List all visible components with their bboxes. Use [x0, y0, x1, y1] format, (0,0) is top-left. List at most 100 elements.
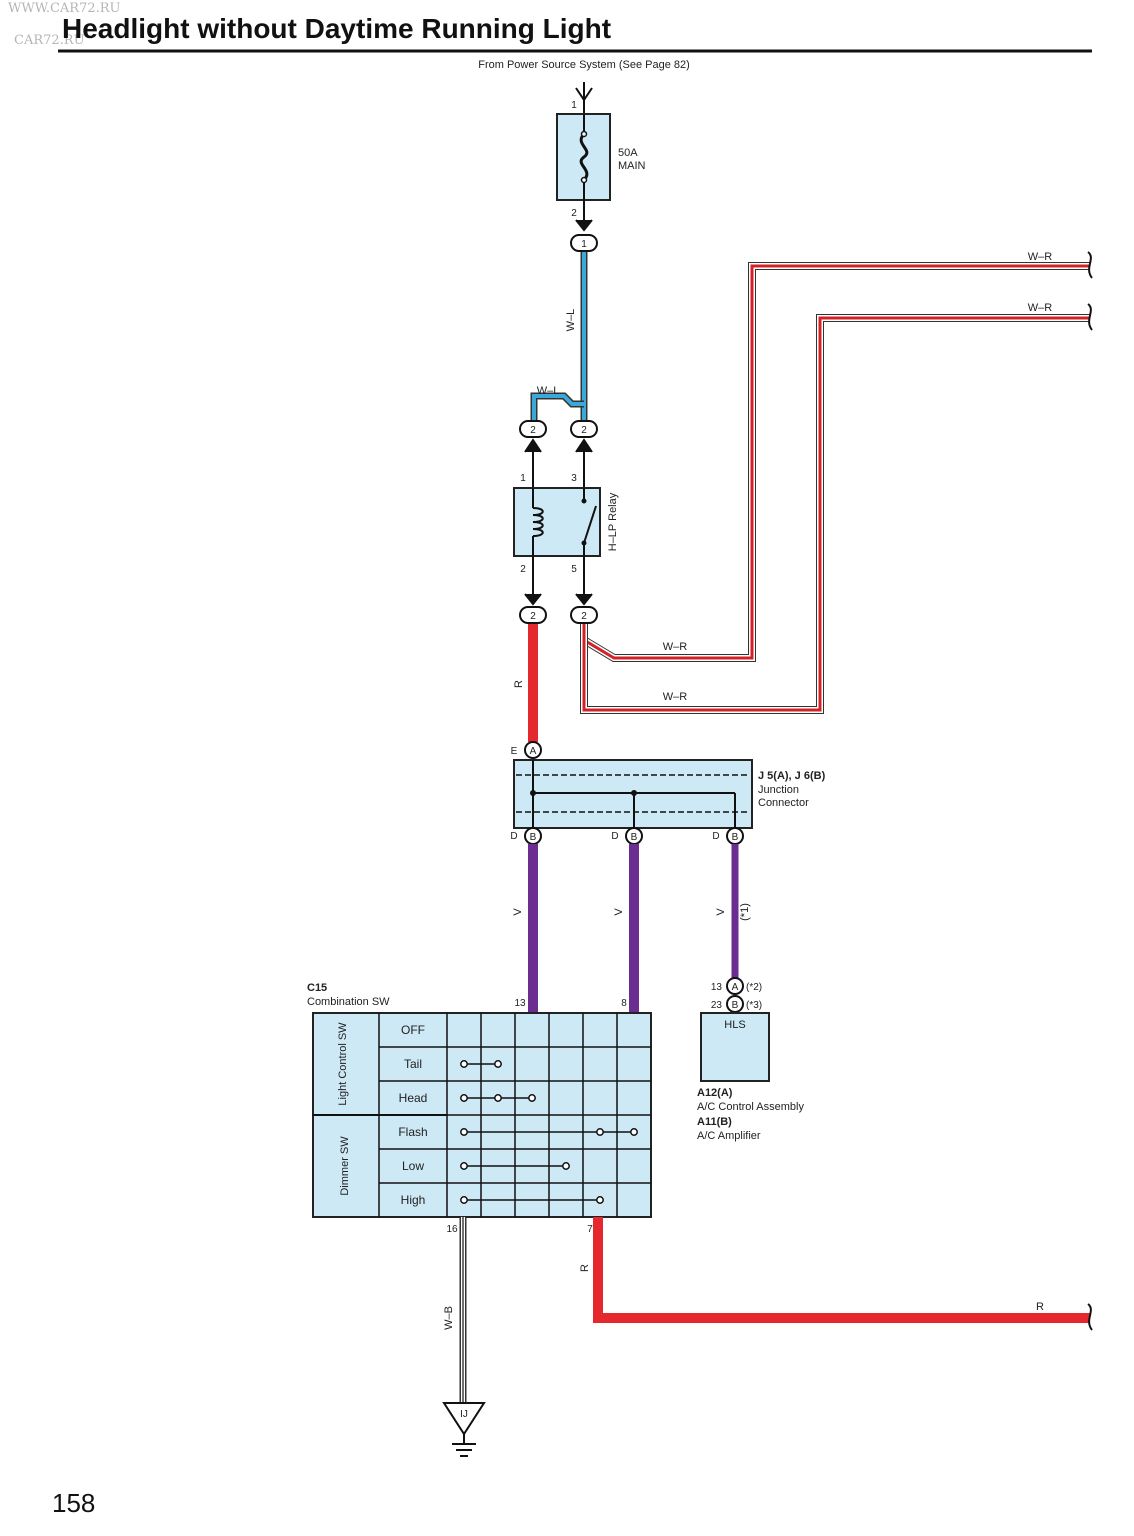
svg-text:(*2): (*2): [746, 982, 762, 993]
wire-label-wb: W–B: [443, 1306, 455, 1330]
switch-row-off: OFF: [401, 1023, 425, 1037]
power-source-note: From Power Source System (See Page 82): [478, 59, 690, 71]
svg-text:2: 2: [530, 611, 536, 622]
svg-text:5: 5: [571, 564, 577, 575]
svg-text:16: 16: [446, 1224, 458, 1235]
hls-unit: 13 A (*2) 23 B (*3) HLS A12(A) A/C Contr…: [697, 977, 804, 1142]
switch-contact-dot: [460, 1060, 468, 1068]
relay-hlp: 1 3 H–LP Relay 2 5: [513, 452, 619, 594]
svg-text:A: A: [530, 746, 537, 757]
switch-contact-dot: [460, 1128, 468, 1136]
hls-code-b: A11(B): [697, 1116, 732, 1128]
relay-coil-icon: [532, 507, 544, 537]
svg-text:D: D: [712, 831, 719, 842]
fuse-pin-top: 1: [571, 100, 577, 111]
switch-contact-dot: [630, 1128, 638, 1136]
wire-label-wr-top-2: W–R: [1028, 302, 1053, 314]
switch-contact-dot: [460, 1094, 468, 1102]
svg-text:13: 13: [514, 998, 526, 1009]
connector-fuse-out: 1: [570, 234, 598, 252]
connector-relay-in-left: 2: [519, 420, 547, 453]
svg-text:E: E: [511, 746, 518, 757]
svg-text:B: B: [631, 832, 638, 843]
svg-text:3: 3: [571, 473, 577, 484]
combination-switch: C15 Combination SW 13 8 Light Control SW…: [307, 982, 652, 1235]
svg-text:8: 8: [621, 998, 627, 1009]
wire-wr: [580, 251, 1093, 714]
switch-contact-dot: [460, 1196, 468, 1204]
svg-text:B: B: [732, 832, 739, 843]
chevron-down-icon: [524, 593, 542, 606]
chevron-up-icon: [575, 438, 593, 453]
arrow-down-icon: [575, 87, 593, 102]
chevron-down-icon: [575, 219, 593, 232]
watermark-line-1: WWW.CAR72.RU: [8, 1, 121, 16]
fuse-name: MAIN: [618, 160, 646, 172]
switch-row-flash: Flash: [398, 1125, 427, 1139]
wire-r-lower: [593, 1217, 1090, 1323]
page-title: Headlight without Daytime Running Light: [62, 13, 611, 44]
wire-wl: [530, 252, 588, 420]
wire-break-icon: [1087, 251, 1093, 279]
chevron-down-icon: [575, 593, 593, 606]
wire-label-v-3-note: (*1): [739, 903, 751, 921]
junction-connector: E A J 5(A), J 6(B) Junction Connector D …: [510, 741, 826, 845]
connector-relay-in-right: 2: [570, 420, 598, 453]
chevron-up-icon: [524, 438, 542, 453]
junction-desc-1: Junction: [758, 784, 799, 796]
switch-row-tail: Tail: [404, 1057, 422, 1071]
hls-label: HLS: [724, 1019, 745, 1031]
switch-row-head: Head: [399, 1091, 428, 1105]
relay-switch-icon: [583, 505, 597, 544]
svg-text:2: 2: [581, 425, 587, 436]
switch-contact-dot: [494, 1060, 502, 1068]
switch-contact-dot: [562, 1162, 570, 1170]
wire-label-v-2: V: [613, 908, 625, 916]
svg-text:B: B: [530, 832, 537, 843]
fuse-pin-bottom: 2: [571, 208, 577, 219]
svg-text:D: D: [611, 831, 618, 842]
svg-text:13: 13: [711, 982, 723, 993]
hls-code-a: A12(A): [697, 1087, 733, 1099]
wire-label-v-3: V: [715, 908, 727, 916]
wire-label-wr-bottom-2: W–R: [663, 691, 688, 703]
svg-text:7: 7: [587, 1224, 593, 1235]
svg-text:23: 23: [711, 1000, 723, 1011]
svg-text:1: 1: [581, 239, 587, 250]
relay-name: H–LP Relay: [607, 492, 619, 551]
svg-text:A: A: [732, 982, 739, 993]
svg-text:B: B: [732, 1000, 739, 1011]
wire-label-r-upper: R: [513, 680, 525, 688]
switch-contacts: [460, 1060, 638, 1204]
switch-contact-dot: [596, 1196, 604, 1204]
ground-icon: IJ: [442, 1402, 486, 1457]
hls-desc-a: A/C Control Assembly: [697, 1101, 804, 1113]
hls-box: [700, 1012, 770, 1082]
switch-row-high: High: [401, 1193, 426, 1207]
hls-desc-b: A/C Amplifier: [697, 1130, 761, 1142]
switch-code: C15: [307, 982, 327, 994]
connector-relay-out-left: 2: [519, 593, 547, 624]
svg-text:2: 2: [520, 564, 526, 575]
wire-break-icon: [1087, 1303, 1093, 1331]
fuse-rating: 50A: [618, 147, 638, 159]
page-number: 158: [52, 1488, 95, 1518]
connector-relay-out-right: 2: [570, 593, 598, 624]
wire-label-wl-vertical: W–L: [565, 309, 577, 332]
switch-row-low: Low: [402, 1159, 424, 1173]
switch-group-light: Light Control SW: [337, 1022, 349, 1106]
ground-label: IJ: [460, 1409, 468, 1420]
fuse-element-icon: [579, 132, 589, 182]
switch-name: Combination SW: [307, 996, 390, 1008]
junction-desc-2: Connector: [758, 797, 809, 809]
wire-v: [528, 844, 739, 1012]
wire-label-r-lower: R: [579, 1264, 591, 1272]
fuse-main: 1 50A MAIN 2: [556, 82, 646, 232]
svg-text:2: 2: [581, 611, 587, 622]
wire-label-v-1: V: [512, 908, 524, 916]
svg-text:1: 1: [520, 473, 526, 484]
switch-contact-dot: [460, 1162, 468, 1170]
svg-text:D: D: [510, 831, 517, 842]
